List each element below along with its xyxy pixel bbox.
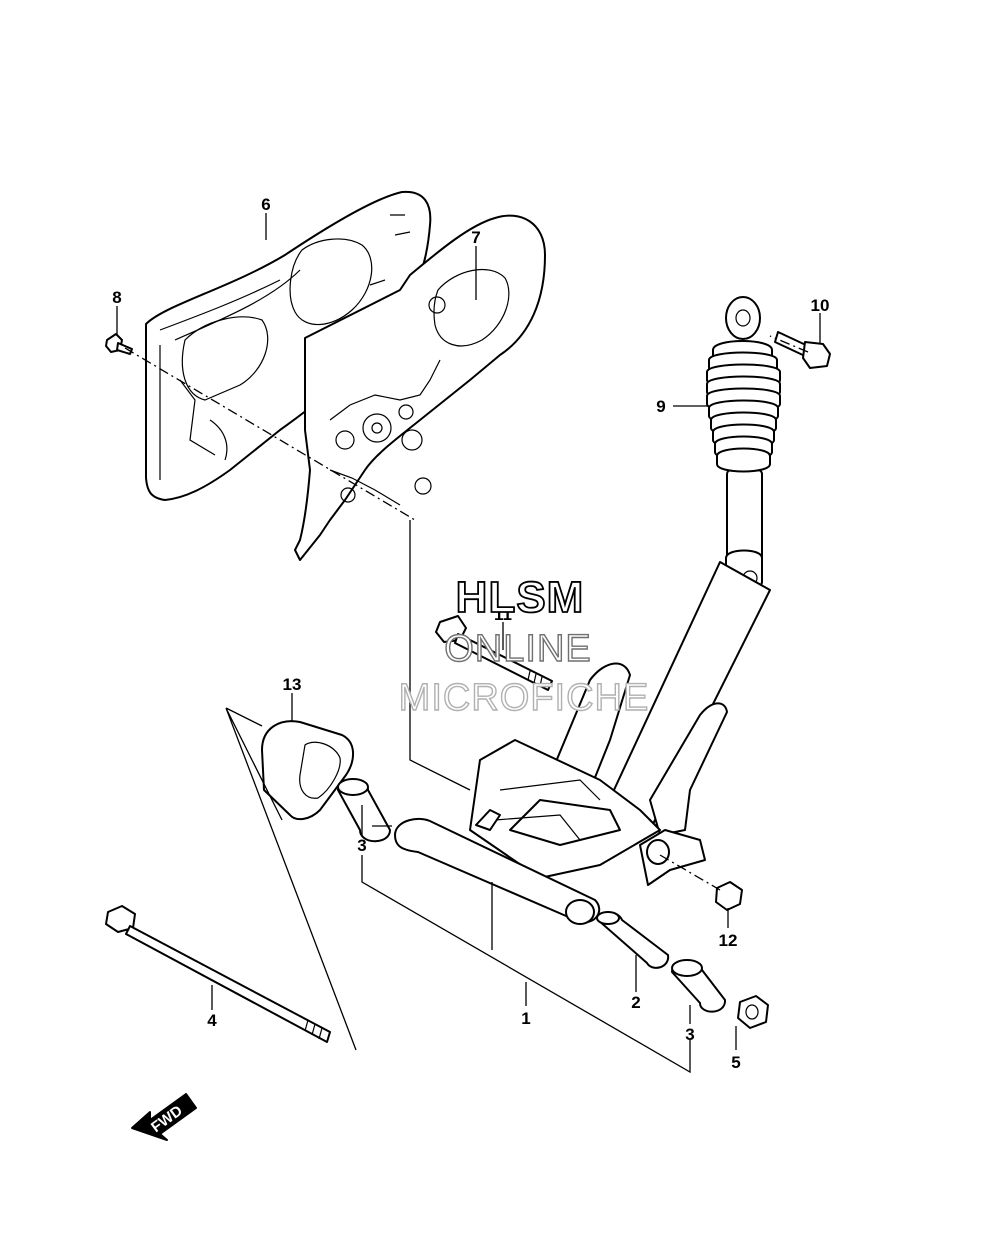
bushing-left-part [337,778,392,843]
callout-5: 5 [731,1053,740,1072]
callout-8: 8 [112,288,121,307]
callout-1: 1 [521,1009,530,1028]
outer-cover-part [145,190,432,501]
callout-4: 4 [207,1011,217,1030]
long-bolt-part [435,615,553,691]
group-bracket-leader [361,855,691,1074]
callout-2: 2 [631,993,640,1012]
callout-11: 11 [494,605,512,624]
bushing-right-part [671,959,727,1013]
callout-9: 9 [656,397,665,416]
callout-3-right: 3 [685,1025,694,1044]
axle-wedge-leader [225,707,357,1051]
alignment-line-cover [124,347,416,521]
alignment-line-vertical [409,520,471,791]
watermark-line-2: ONLINE [444,628,591,670]
watermark-line-3: MICROFICHE [399,677,650,719]
inner-plate-part [294,214,546,561]
axle-bolt-part [105,905,331,1043]
flange-nut-part [737,995,769,1029]
collar-part [596,911,670,969]
swing-arm-frame-part [394,561,771,925]
callout-7: 7 [471,228,480,247]
shock-bolt-part [774,331,831,369]
callout-10: 10 [811,296,830,315]
tensioner-part [261,720,354,821]
forward-direction-arrow-icon: FWD [131,1093,197,1141]
callout-12: 12 [719,931,738,950]
watermark-line-1: HLSM [456,573,585,622]
screw-part [105,333,133,355]
shock-absorber-part [706,296,781,591]
callout-3-left: 3 [357,836,366,855]
callout-6: 6 [261,195,270,214]
callout-13: 13 [283,675,302,694]
alignment-line-shock [769,335,809,353]
flange-nut-small-part [715,881,743,911]
alignment-line-bolt [659,854,721,891]
